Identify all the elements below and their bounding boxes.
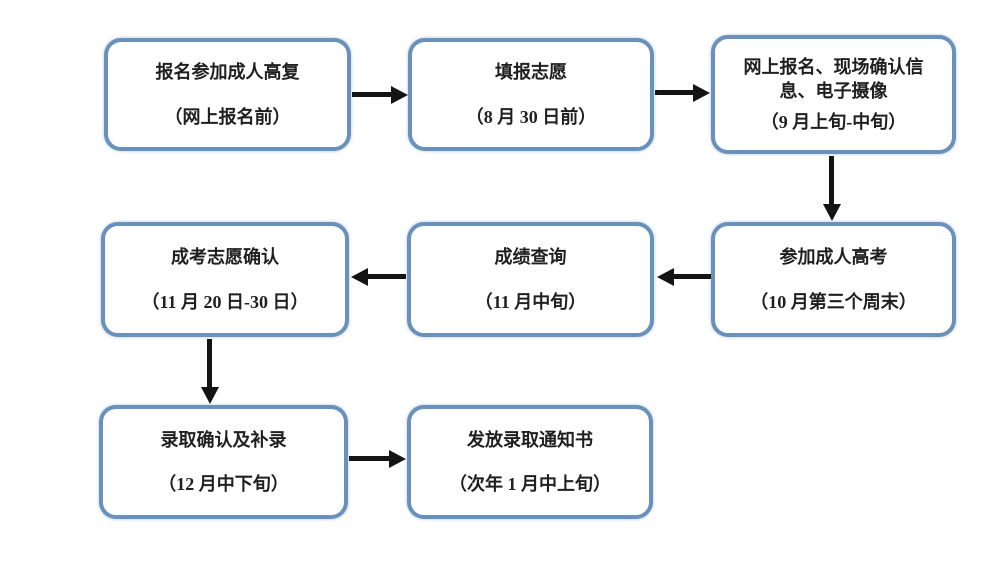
node-title: 报名参加成人高复 [155,62,300,83]
arrow-exam-to-score-icon [674,274,711,279]
node-subtitle: （次年 1 月中上旬） [449,474,611,494]
flow-node-signup-prep: 报名参加成人高复 （网上报名前） [104,38,351,151]
node-subtitle: （11 月中旬） [474,291,587,312]
node-subtitle: （9 月上旬-中旬） [760,112,907,133]
node-subtitle: （网上报名前） [164,106,291,127]
flow-node-take-exam: 参加成人高考 （10 月第三个周末） [711,222,956,337]
flow-node-online-register: 网上报名、现场确认信息、电子摄像 （9 月上旬-中旬） [711,35,956,154]
node-title: 参加成人高考 [779,247,888,268]
node-title: 发放录取通知书 [467,429,593,450]
arrow-signup-to-fill-icon [352,92,391,97]
arrow-admission-to-notice-icon [349,456,389,461]
node-subtitle: （11 月 20 日-30 日） [141,291,309,312]
node-subtitle: （10 月第三个周末） [750,291,917,312]
arrow-fill-to-register-icon [655,90,693,95]
node-title: 成绩查询 [494,247,567,268]
node-title: 填报志愿 [495,62,567,83]
flow-node-fill-preferences: 填报志愿 （8 月 30 日前） [408,38,654,151]
arrow-register-to-exam-icon [829,156,834,204]
arrow-confirm-to-admission-icon [207,339,212,387]
arrow-score-to-confirm-icon [368,274,406,279]
node-title: 录取确认及补录 [160,429,287,450]
node-subtitle: （8 月 30 日前） [465,106,597,127]
node-title: 网上报名、现场确认信息、电子摄像 [743,56,924,101]
node-subtitle: （12 月中下旬） [158,474,289,494]
flow-node-admission-confirm: 录取确认及补录 （12 月中下旬） [99,405,348,519]
node-title: 成考志愿确认 [171,247,279,268]
flow-node-score-query: 成绩查询 （11 月中旬） [407,222,654,337]
flow-node-confirm-pref: 成考志愿确认 （11 月 20 日-30 日） [101,222,349,337]
flow-node-send-notice: 发放录取通知书 （次年 1 月中上旬） [407,405,653,519]
